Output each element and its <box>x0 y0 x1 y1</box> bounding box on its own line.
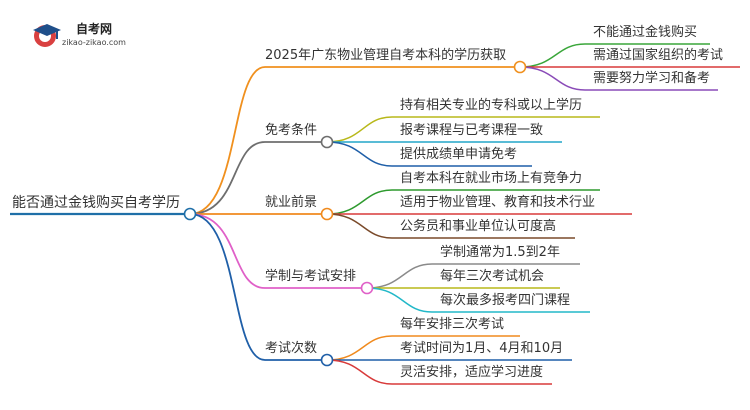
branch-connector <box>189 213 266 361</box>
leaf-label[interactable]: 报考课程与已考课程一致 <box>400 123 544 138</box>
branch-node[interactable] <box>320 207 334 221</box>
leaf-connector <box>326 335 393 361</box>
leaf-connector <box>326 213 393 239</box>
leaf-connector <box>326 141 393 167</box>
logo-title: 自考网 <box>76 22 113 36</box>
branch-label[interactable]: 免考条件 <box>265 123 318 138</box>
root-node[interactable] <box>183 207 197 221</box>
leaf-connector <box>326 359 393 385</box>
branch-label[interactable]: 学制与考试安排 <box>265 269 357 284</box>
leaf-label[interactable]: 适用于物业管理、教育和技术行业 <box>400 195 596 210</box>
branch-node[interactable] <box>320 135 334 149</box>
leaf-connector <box>366 287 433 313</box>
branch-label[interactable]: 考试次数 <box>265 341 318 356</box>
site-logo[interactable]: 自考网 zikao-zikao.com <box>30 16 140 56</box>
leaf-label[interactable]: 每年三次考试机会 <box>440 269 545 284</box>
leaf-label[interactable]: 学制通常为1.5到2年 <box>440 245 560 260</box>
leaf-label[interactable]: 持有相关专业的专科或以上学历 <box>400 98 583 113</box>
branch-node[interactable] <box>360 281 374 295</box>
leaf-label[interactable]: 需通过国家组织的考试 <box>593 48 724 63</box>
leaf-label[interactable]: 不能通过金钱购买 <box>593 25 698 40</box>
leaf-label[interactable]: 自考本科在就业市场上有竞争力 <box>400 171 583 186</box>
leaf-label[interactable]: 每年安排三次考试 <box>400 317 505 332</box>
root-node-label[interactable]: 能否通过金钱购买自考学历 <box>12 195 180 211</box>
leaf-label[interactable]: 灵活安排，适应学习进度 <box>400 365 544 380</box>
logo-url: zikao-zikao.com <box>62 38 126 47</box>
branch-connector <box>189 66 266 215</box>
leaf-label[interactable]: 公务员和事业单位认可度高 <box>400 219 557 234</box>
leaf-label[interactable]: 每次最多报考四门课程 <box>440 293 571 308</box>
branch-connector <box>189 141 266 215</box>
leaf-label[interactable]: 考试时间为1月、4月和10月 <box>400 341 564 356</box>
graduation-cap-icon <box>33 24 61 47</box>
leaf-connector <box>519 43 586 68</box>
leaf-connector <box>326 116 393 143</box>
leaf-connector <box>326 189 393 215</box>
leaf-label[interactable]: 提供成绩单申请免考 <box>400 147 518 162</box>
branch-connector <box>189 213 266 289</box>
branch-label[interactable]: 就业前景 <box>265 195 318 210</box>
branch-node[interactable] <box>320 353 334 367</box>
branch-node[interactable] <box>513 60 527 74</box>
leaf-connector <box>366 263 433 289</box>
branch-label[interactable]: 2025年广东物业管理自考本科的学历获取 <box>265 48 507 63</box>
leaf-label[interactable]: 需要努力学习和备考 <box>593 71 711 86</box>
leaf-connector <box>519 66 586 91</box>
